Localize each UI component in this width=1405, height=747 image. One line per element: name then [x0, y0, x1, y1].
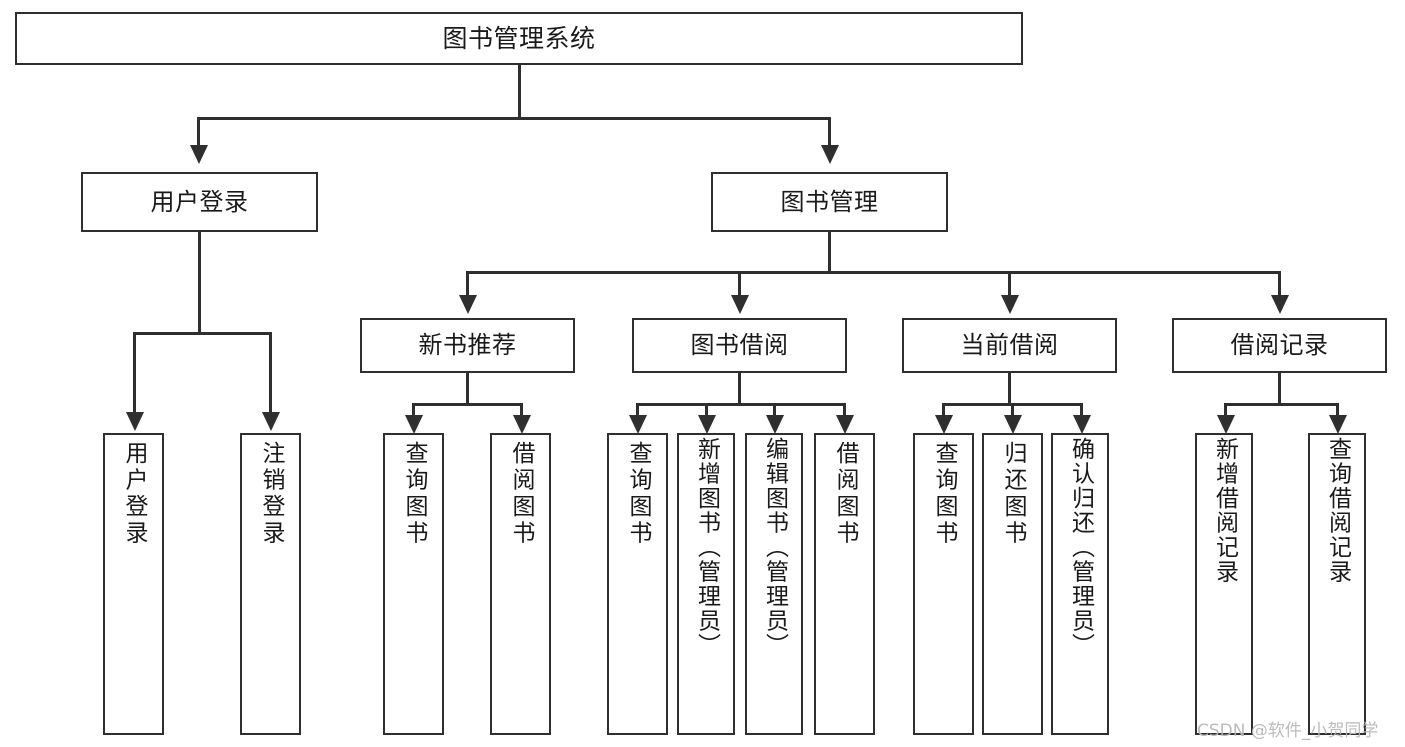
leaf-confirm-return[interactable]: 确认归还（管理员）: [1051, 433, 1109, 735]
leaf-borrow-book-2[interactable]: 借阅图书: [814, 433, 875, 735]
arrow-to-user-login: [190, 145, 208, 164]
arrow-to-leaf-query-book-2: [629, 415, 647, 434]
node-label: 借阅图书: [832, 441, 858, 547]
arrow-to-leaf-edit-book: [766, 415, 784, 434]
node-label: 用户登录: [150, 187, 249, 216]
connector-book-manage-drop-2: [738, 271, 741, 297]
node-new-book-rec[interactable]: 新书推荐: [360, 318, 575, 373]
connector-book-manage-drop-1: [466, 271, 469, 297]
node-label: 注销登录: [258, 441, 284, 547]
connector-root-drop-right: [828, 117, 831, 147]
node-label: 编辑图书（管理员）: [761, 437, 788, 658]
node-label: 归还图书: [1000, 441, 1026, 547]
leaf-query-book-2[interactable]: 查询图书: [607, 433, 668, 735]
connector-borrow-record-stem: [1278, 373, 1281, 405]
connector-book-borrow-drop-1: [636, 403, 639, 418]
connector-book-borrow-drop-4: [843, 403, 846, 418]
connector-user-login-drop-2: [269, 332, 272, 414]
connector-borrow-record-drop-2: [1336, 403, 1339, 418]
connector-current-borrow-drop-2: [1011, 403, 1014, 418]
connector-book-borrow-bus: [636, 403, 846, 406]
node-label: 用户登录: [121, 441, 147, 547]
connector-current-borrow-drop-1: [942, 403, 945, 418]
leaf-add-record[interactable]: 新增借阅记录: [1195, 433, 1253, 735]
connector-root-drop-left: [197, 117, 200, 147]
arrow-to-leaf-return-book: [1004, 415, 1022, 434]
connector-book-borrow-stem: [738, 373, 741, 405]
connector-book-manage-bus: [466, 271, 1280, 274]
leaf-query-book-3[interactable]: 查询图书: [913, 433, 974, 735]
arrow-to-leaf-query-record: [1329, 415, 1347, 434]
leaf-edit-book[interactable]: 编辑图书（管理员）: [745, 433, 803, 735]
node-label: 查询图书: [931, 441, 957, 547]
node-label: 查询图书: [401, 441, 427, 547]
node-label: 确认归还（管理员）: [1067, 437, 1094, 658]
arrow-to-borrow-record: [1271, 295, 1289, 314]
connector-book-manage-drop-4: [1278, 271, 1281, 297]
node-label: 借阅记录: [1230, 331, 1329, 360]
connector-user-login-drop-1: [133, 332, 136, 414]
node-book-manage[interactable]: 图书管理: [711, 172, 948, 232]
node-label: 图书管理系统: [442, 23, 596, 53]
connector-root-stem: [518, 65, 521, 118]
connector-current-borrow-drop-3: [1080, 403, 1083, 418]
node-label: 新书推荐: [418, 331, 517, 360]
connector-book-manage-drop-3: [1008, 271, 1011, 297]
arrow-to-leaf-query-book-3: [935, 415, 953, 434]
node-label: 图书借阅: [690, 331, 789, 360]
connector-book-borrow-drop-2: [705, 403, 708, 418]
leaf-query-book-1[interactable]: 查询图书: [383, 433, 444, 735]
node-label: 新增图书（管理员）: [693, 437, 720, 658]
leaf-user-login[interactable]: 用户登录: [103, 433, 164, 735]
node-current-borrow[interactable]: 当前借阅: [902, 318, 1117, 373]
connector-new-book-rec-bus: [412, 403, 522, 406]
arrow-to-leaf-add-record: [1217, 415, 1235, 434]
connector-root-bus: [197, 117, 830, 120]
arrow-to-leaf-borrow-book-2: [836, 415, 854, 434]
leaf-add-book[interactable]: 新增图书（管理员）: [677, 433, 735, 735]
connector-book-manage-stem: [828, 232, 831, 273]
node-user-login[interactable]: 用户登录: [81, 172, 318, 232]
node-label: 查询图书: [625, 441, 651, 547]
node-label: 新增借阅记录: [1211, 437, 1238, 584]
arrow-to-leaf-user-login: [126, 412, 144, 431]
connector-user-login-bus: [133, 332, 270, 335]
connector-borrow-record-drop-1: [1224, 403, 1227, 418]
node-label: 图书管理: [780, 187, 879, 216]
connector-current-borrow-stem: [1008, 373, 1011, 405]
node-book-borrow[interactable]: 图书借阅: [632, 318, 847, 373]
node-label: 借阅图书: [508, 441, 534, 547]
connector-user-login-stem: [198, 232, 201, 334]
leaf-return-book[interactable]: 归还图书: [982, 433, 1043, 735]
arrow-to-current-borrow: [1001, 295, 1019, 314]
arrow-to-new-book-rec: [459, 295, 477, 314]
arrow-to-book-manage: [821, 145, 839, 164]
leaf-query-record[interactable]: 查询借阅记录: [1308, 433, 1366, 735]
arrow-to-leaf-confirm-return: [1073, 415, 1091, 434]
connector-new-book-rec-drop-2: [520, 403, 523, 418]
arrow-to-book-borrow: [731, 295, 749, 314]
arrow-to-leaf-borrow-book-1: [513, 415, 531, 434]
leaf-user-logout[interactable]: 注销登录: [240, 433, 301, 735]
node-root-system[interactable]: 图书管理系统: [15, 12, 1023, 65]
connector-book-borrow-drop-3: [773, 403, 776, 418]
node-borrow-record[interactable]: 借阅记录: [1172, 318, 1387, 373]
node-label: 当前借阅: [960, 331, 1059, 360]
node-label: 查询借阅记录: [1324, 437, 1351, 584]
connector-borrow-record-bus: [1224, 403, 1338, 406]
arrow-to-leaf-query-book-1: [405, 415, 423, 434]
connector-new-book-rec-drop-1: [412, 403, 415, 418]
arrow-to-leaf-add-book: [698, 415, 716, 434]
connector-new-book-rec-stem: [466, 373, 469, 405]
leaf-borrow-book-1[interactable]: 借阅图书: [490, 433, 551, 735]
arrow-to-leaf-user-logout: [262, 412, 280, 431]
